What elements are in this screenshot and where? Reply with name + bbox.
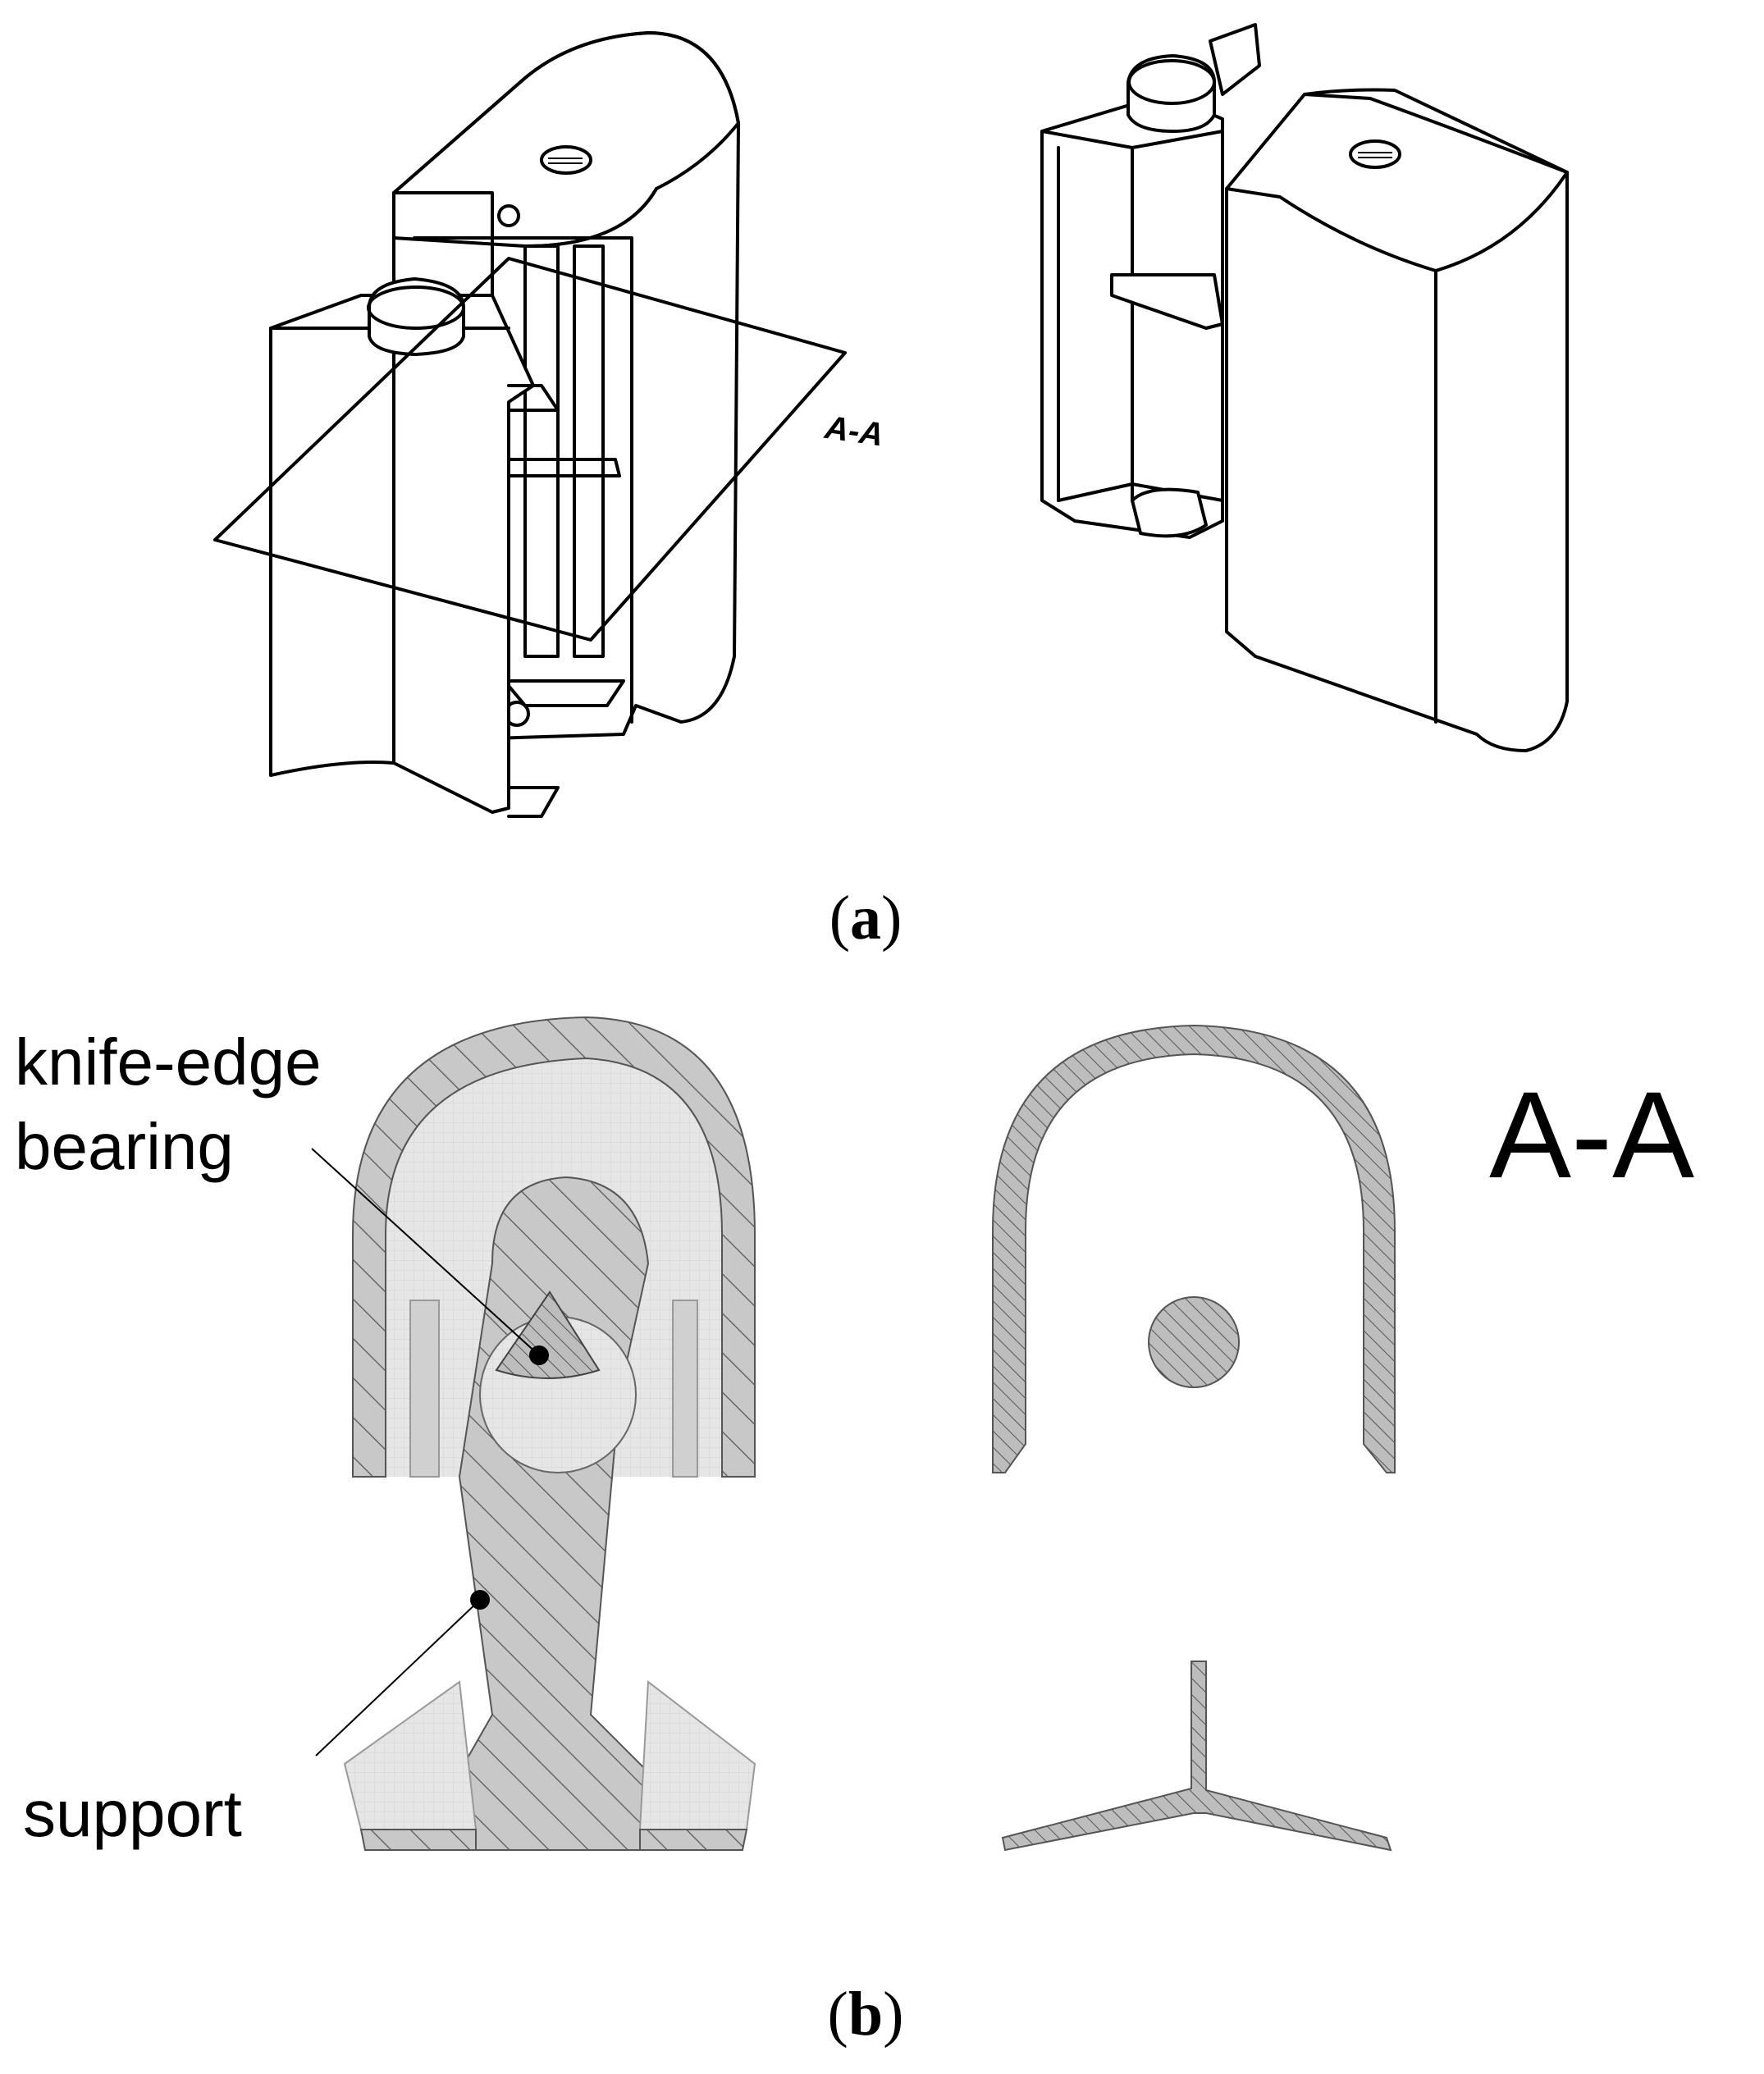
caption-a-open: ( [829, 884, 850, 952]
section-right [992, 1024, 1396, 1852]
hinge-assembled-drawing [213, 31, 847, 818]
section-title: A-A [1489, 1066, 1694, 1204]
section-left [311, 1016, 756, 1851]
caption-b: (b) [828, 1980, 904, 2049]
caption-b-open: ( [828, 1980, 848, 2049]
panel-a: A-A (a) [213, 23, 1569, 952]
panel-b: knife-edge bearing support A-A (b) [15, 1016, 1694, 2049]
svg-text:A-A: A-A [822, 409, 886, 454]
caption-a-letter: a [850, 884, 881, 952]
support-label: support [23, 1777, 242, 1850]
knife-edge-label-line2: bearing [15, 1110, 234, 1183]
caption-a: (a) [829, 884, 903, 952]
section-mark-a: A-A [822, 409, 886, 454]
caption-b-letter: b [848, 1980, 883, 2049]
knife-edge-label-line1: knife-edge [15, 1026, 322, 1099]
caption-b-close: ) [883, 1980, 903, 2049]
caption-a-close: ) [881, 884, 902, 952]
hinge-exploded-drawing [1040, 23, 1569, 752]
